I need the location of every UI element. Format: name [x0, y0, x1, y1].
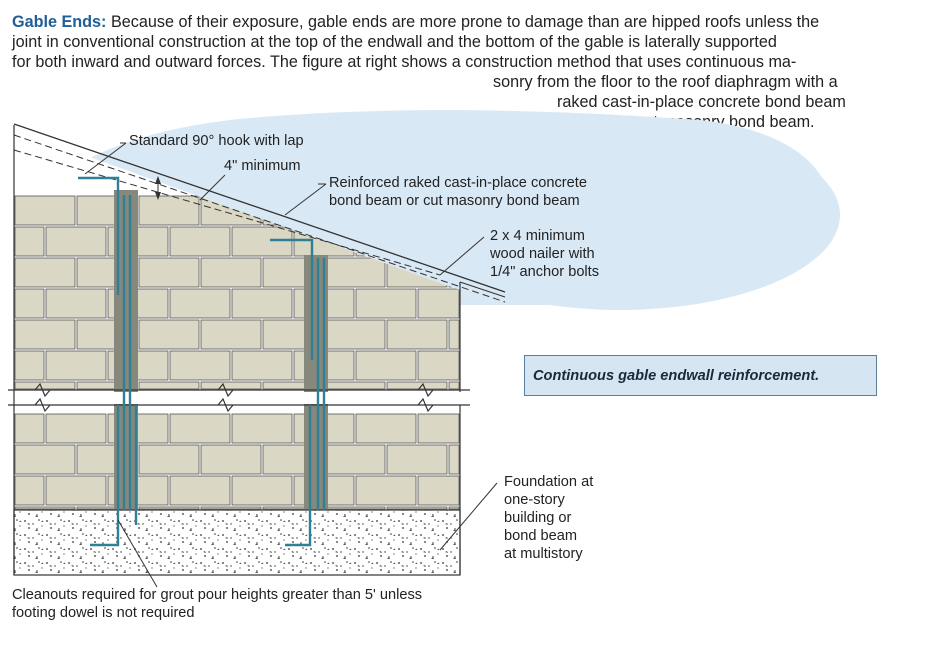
masonry-block: [386, 381, 448, 390]
intro-line-1: Gable Ends: Because of their exposure, g…: [12, 13, 819, 33]
masonry-block: [14, 381, 76, 390]
masonry-block: [14, 195, 76, 226]
masonry-block: [45, 226, 107, 257]
masonry-block: [138, 381, 200, 390]
masonry-block: [14, 413, 45, 444]
masonry-block: [324, 319, 386, 350]
masonry-block: [448, 381, 460, 390]
masonry-block: [355, 288, 417, 319]
intro-text-1: Because of their exposure, gable ends ar…: [110, 13, 820, 31]
masonry-block: [417, 350, 460, 381]
masonry-block: [417, 288, 460, 319]
cleanout-leader: [117, 519, 158, 588]
intro-line-3: for both inward and outward forces. The …: [12, 53, 797, 71]
intro-line-4: sonry from the floor to the roof diaphra…: [493, 73, 838, 91]
masonry-block: [200, 257, 262, 288]
foundation-label-4: bond beam: [504, 528, 578, 544]
masonry-block: [14, 506, 76, 510]
foundation: [13, 509, 461, 576]
cleanouts-label-1: Cleanouts required for grout pour height…: [12, 587, 423, 603]
foundation-label-1: Foundation at: [504, 474, 594, 490]
masonry-block: [448, 506, 460, 510]
masonry-block: [386, 444, 448, 475]
rebar-left: [78, 176, 138, 547]
hook-leader: [84, 142, 127, 175]
masonry-block: [45, 288, 107, 319]
masonry-block: [200, 319, 262, 350]
masonry-block: [14, 475, 45, 506]
masonry-block: [138, 444, 200, 475]
bond-beam-label-1: Reinforced raked cast-in-place concrete: [329, 175, 587, 191]
masonry-block: [14, 257, 76, 288]
masonry-block: [169, 350, 231, 381]
wall-break: [8, 392, 470, 404]
masonry-block: [14, 319, 76, 350]
hook-label: Standard 90° hook with lap: [129, 133, 304, 149]
masonry-block: [138, 506, 200, 510]
lap-minimum-label: 4" minimum: [224, 158, 301, 174]
masonry-block: [324, 444, 386, 475]
bond-beam-leader: [284, 183, 327, 216]
foundation-label-5: at multistory: [504, 546, 583, 562]
masonry-block: [45, 475, 107, 506]
nailer-label-3: 1/4" anchor bolts: [490, 264, 600, 280]
masonry-block: [448, 319, 460, 350]
masonry-block: [138, 257, 200, 288]
masonry-block: [386, 319, 448, 350]
masonry-block: [14, 444, 76, 475]
nailer-label-1: 2 x 4 minimum: [490, 228, 585, 244]
masonry-block: [200, 506, 262, 510]
masonry-block: [386, 506, 448, 510]
masonry-block: [231, 288, 293, 319]
masonry-block: [45, 350, 107, 381]
masonry-block: [14, 288, 45, 319]
masonry-block: [324, 257, 386, 288]
masonry-block: [138, 319, 200, 350]
masonry-block: [169, 288, 231, 319]
masonry-block: [14, 226, 45, 257]
masonry-block: [169, 226, 231, 257]
figure-caption-text: Continuous gable endwall reinforcement.: [533, 367, 820, 384]
masonry-block: [324, 381, 386, 390]
nailer-leader: [439, 236, 485, 276]
masonry-block: [231, 226, 293, 257]
masonry-block: [231, 413, 293, 444]
masonry-block: [169, 413, 231, 444]
masonry-block: [324, 506, 386, 510]
cleanouts-label-2: footing dowel is not required: [12, 605, 195, 621]
foundation-label-2: one-story: [504, 492, 565, 508]
foundation-leader: [439, 482, 498, 551]
masonry-block: [417, 413, 460, 444]
masonry-block: [448, 444, 460, 475]
masonry-block: [200, 444, 262, 475]
roof-line: [13, 123, 506, 293]
masonry-block: [417, 475, 460, 506]
masonry-block: [45, 413, 107, 444]
masonry-block: [138, 195, 200, 226]
nailer-label-2: wood nailer with: [490, 246, 595, 262]
masonry-block: [169, 475, 231, 506]
bond-beam-label-2: bond beam or cut masonry bond beam: [329, 193, 580, 209]
intro-line-5: raked cast-in-place concrete bond beam: [557, 93, 846, 111]
min-leader: [199, 174, 226, 201]
sky-cloud: [400, 120, 840, 310]
masonry-block: [355, 413, 417, 444]
foundation-label-3: building or: [504, 510, 572, 526]
figure-caption: Continuous gable endwall reinforcement.: [524, 355, 877, 396]
masonry-block: [231, 350, 293, 381]
rebar-right: [270, 238, 326, 547]
masonry-block: [200, 381, 262, 390]
masonry-block: [355, 350, 417, 381]
intro-heading: Gable Ends:: [12, 13, 107, 31]
masonry-block: [231, 475, 293, 506]
masonry-block: [14, 350, 45, 381]
intro-line-2: joint in conventional construction at th…: [12, 33, 777, 51]
masonry-block: [355, 475, 417, 506]
